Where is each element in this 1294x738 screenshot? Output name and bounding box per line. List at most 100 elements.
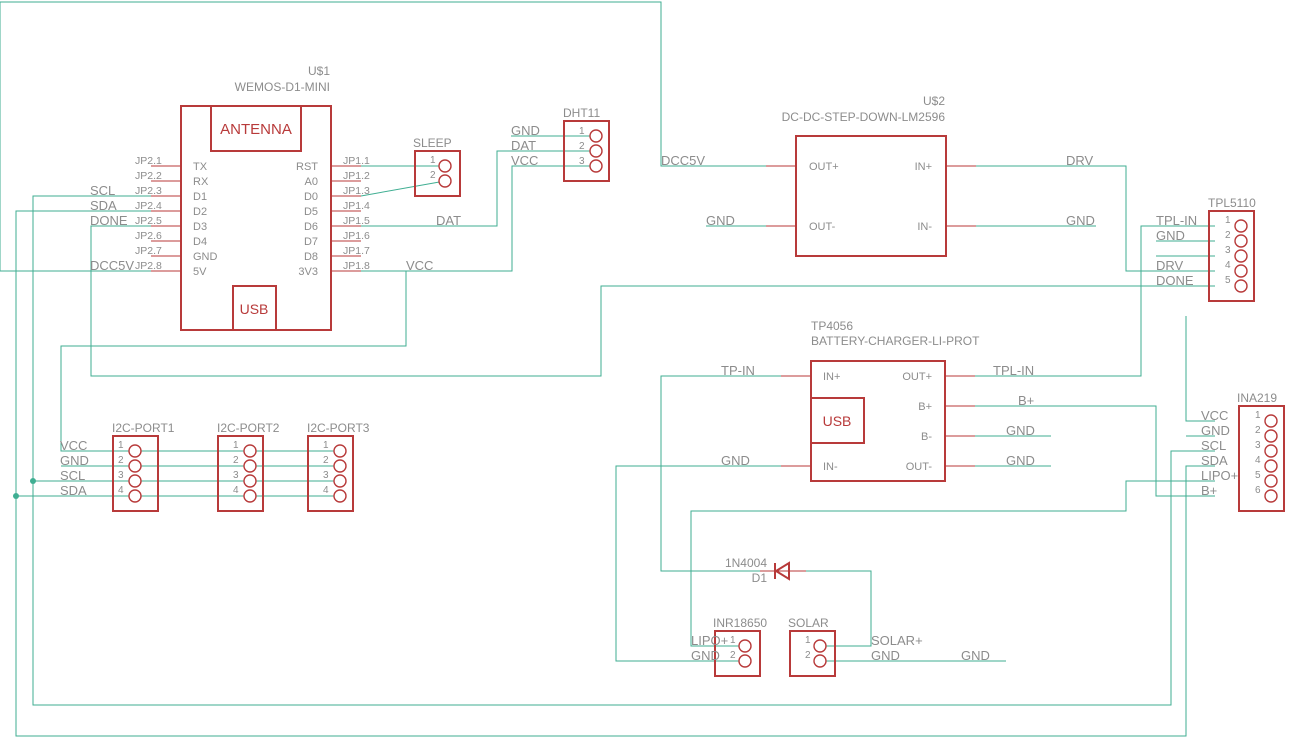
pin-number: 1 [233, 440, 239, 451]
pin-number: 2 [118, 455, 124, 466]
solar-body [789, 630, 836, 677]
net-label-scl: SCL [60, 468, 85, 483]
pad [438, 174, 452, 188]
pin-label: D4 [193, 236, 207, 248]
net-label-gnd: GND [871, 648, 900, 663]
wire-vcc-dht [361, 165, 594, 272]
antenna-box [210, 105, 302, 152]
pad [243, 474, 257, 488]
lm2596-stepdown[interactable]: U$2 DC-DC-STEP-DOWN-LM2596 OUT+ OUT- IN+… [661, 94, 1095, 257]
pad-name: JP2.8 [135, 260, 162, 272]
wemos-value: WEMOS-D1-MINI [235, 80, 330, 94]
pin-number: 2 [233, 455, 239, 466]
pad [333, 459, 347, 473]
net-label-tpl-in: TPL-IN [1156, 213, 1197, 228]
i2c-port3-label: I2C-PORT3 [307, 421, 370, 435]
pad-name: JP1.8 [343, 260, 370, 272]
ina219-body [1238, 405, 1285, 512]
pad-name: JP2.7 [135, 245, 162, 257]
pad [333, 444, 347, 458]
pad [128, 489, 142, 503]
sleep-jumper[interactable]: SLEEP 1 2 [413, 136, 461, 197]
pad [1234, 264, 1248, 278]
ina219-label: INA219 [1237, 391, 1277, 405]
pad [813, 639, 827, 653]
pin-number: 4 [1255, 455, 1261, 466]
wire-dcc5v [0, 1, 766, 272]
tp4056-usb-box [810, 397, 865, 444]
diode-1n4004[interactable]: 1N4004 D1 [725, 556, 806, 585]
pad [128, 459, 142, 473]
pad [1234, 279, 1248, 293]
pin-number: 5 [1225, 275, 1231, 286]
pin-label: A0 [305, 176, 318, 188]
net-label-scl: SCL [1201, 438, 1226, 453]
pad [589, 144, 603, 158]
pad-name: JP1.1 [343, 155, 370, 167]
pin-label: D0 [304, 191, 318, 203]
wemos-body [180, 105, 332, 331]
net-label-gnd: GND [961, 648, 990, 663]
pin-label: D8 [304, 251, 318, 263]
pad-name: JP2.4 [135, 200, 162, 212]
i2c-port1-body[interactable] [112, 435, 159, 512]
wires [0, 1, 1215, 737]
wire-tp-in [660, 375, 781, 572]
net-label-drv: DRV [1066, 153, 1094, 168]
net-label-lipo: LIPO+ [691, 633, 728, 648]
tpl5110-label: TPL5110 [1208, 196, 1256, 210]
pad [1264, 414, 1278, 428]
junction-dot [30, 478, 36, 484]
tpl5110-body [1208, 210, 1255, 302]
pin-label: 3V3 [298, 266, 318, 278]
net-label-solar-plus: SOLAR+ [871, 633, 923, 648]
net-label-gnd: GND [60, 453, 89, 468]
net-label-vcc: VCC [1201, 408, 1228, 423]
i2c-port2-body[interactable] [217, 435, 264, 512]
i2c-port3-body[interactable] [307, 435, 354, 512]
pad [738, 639, 752, 653]
pad-name: JP2.3 [135, 185, 162, 197]
pad-name: JP1.6 [343, 230, 370, 242]
dht11-header[interactable]: DHT11 1 2 3 GND DAT VCC [511, 106, 610, 182]
net-label-gnd: GND [1006, 453, 1035, 468]
net-label-tp-in: TP-IN [721, 363, 755, 378]
pad [589, 159, 603, 173]
dht11-label: DHT11 [563, 106, 600, 120]
pin-label-b-plus: B+ [918, 401, 932, 413]
wire-diode-solar [781, 570, 872, 647]
pin-label-in-minus: IN- [823, 461, 838, 473]
pad [1264, 474, 1278, 488]
inr18650-battery[interactable]: INR18650 1 2 LIPO+ GND [691, 616, 767, 677]
diode-ref: D1 [752, 571, 768, 585]
pin-number: 2 [579, 141, 585, 152]
wemos-ref: U$1 [308, 64, 330, 78]
pin-label: GND [193, 251, 218, 263]
net-label-b-plus: B+ [1201, 483, 1217, 498]
pad-name: JP1.7 [343, 245, 370, 257]
tp4056-charger[interactable]: TP4056 BATTERY-CHARGER-LI-PROT USB IN+ I… [721, 319, 1035, 482]
wire-done [90, 225, 1215, 377]
net-label-done: DONE [90, 213, 128, 228]
net-label-tpl-in: TPL-IN [993, 363, 1034, 378]
pad [128, 474, 142, 488]
usb-label: USB [240, 301, 269, 317]
antenna-label: ANTENNA [220, 121, 292, 138]
pin-label-in-plus: IN+ [823, 371, 840, 383]
i2c-port2-label: I2C-PORT2 [217, 421, 280, 435]
pad [243, 459, 257, 473]
pad-name: JP2.5 [135, 215, 162, 227]
pin-label: D3 [193, 221, 207, 233]
pin-number: 5 [1255, 470, 1261, 481]
pin-number: 1 [805, 635, 811, 646]
net-label-sda: SDA [90, 198, 117, 213]
solar-connector[interactable]: SOLAR 1 2 SOLAR+ GND GND [788, 616, 990, 677]
net-label-vcc: VCC [60, 438, 87, 453]
junction-dot [13, 493, 19, 499]
net-label-sda: SDA [1201, 453, 1228, 468]
pad [589, 129, 603, 143]
